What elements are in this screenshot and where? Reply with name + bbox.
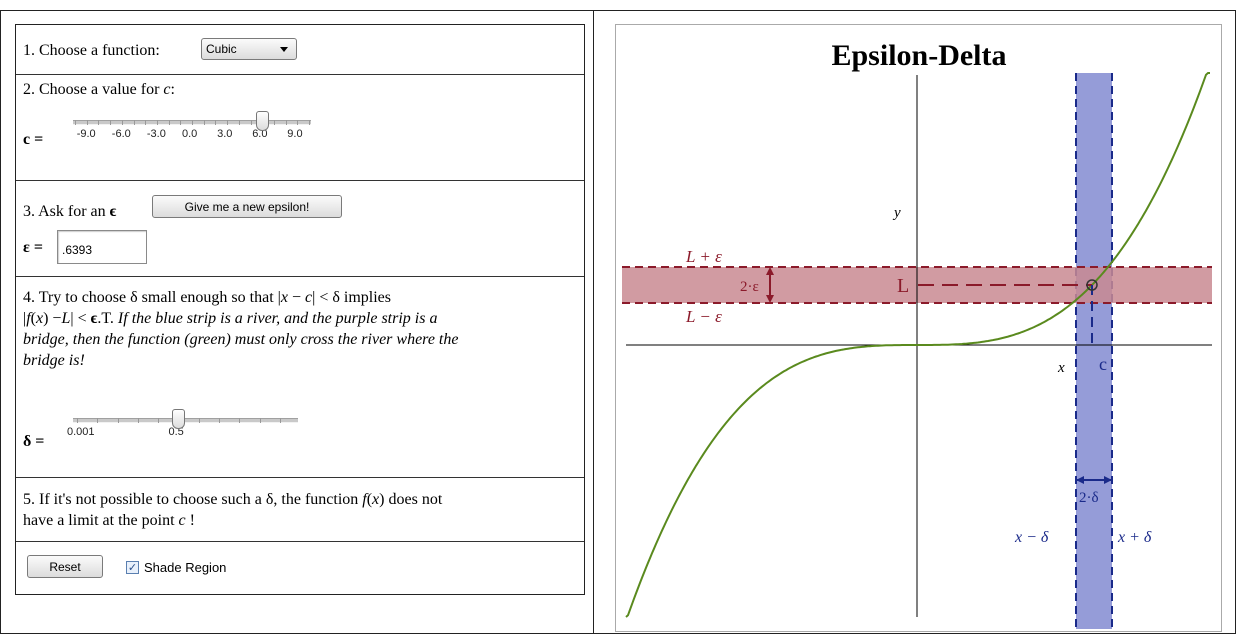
limit-point-marker xyxy=(1086,279,1098,291)
slider-tick xyxy=(168,120,170,125)
reset-button[interactable]: Reset xyxy=(27,555,103,578)
slider-tick xyxy=(192,120,193,125)
step4-section: 4. Try to choose δ small enough so that … xyxy=(16,277,584,478)
slider-tick xyxy=(297,120,299,125)
epsilon-input[interactable] xyxy=(57,230,147,264)
slider-tick xyxy=(180,120,182,125)
slider-tick xyxy=(198,418,200,423)
slider-tick-label: 6.0 xyxy=(252,128,268,140)
slider-tick xyxy=(250,120,252,125)
two-epsilon-label: 2·ε xyxy=(740,279,759,295)
x-axis-label: x xyxy=(1057,360,1065,376)
arrow-up-icon xyxy=(766,267,774,275)
left-pane-frame xyxy=(0,10,593,634)
slider-tick-label: 3.0 xyxy=(217,128,233,140)
arrow-left-icon xyxy=(1076,476,1084,484)
slider-tick-label: 0.5 xyxy=(168,426,184,438)
new-epsilon-button[interactable]: Give me a new epsilon! xyxy=(152,195,342,218)
slider-tick xyxy=(215,120,217,125)
slider-tick xyxy=(280,418,281,423)
step5-section: 5. If it's not possible to choose such a… xyxy=(16,478,584,542)
slider-tick xyxy=(309,120,310,125)
slider-tick xyxy=(97,418,99,423)
delta-river-strip xyxy=(1076,73,1112,629)
slider-tick-label: -3.0 xyxy=(146,128,166,140)
x-plus-delta-label: x + δ xyxy=(1117,529,1152,546)
slider-tick-label: -6.0 xyxy=(111,128,131,140)
slider-tick xyxy=(121,120,123,125)
chevron-down-icon xyxy=(280,47,288,52)
step3-label: 3. Ask for an ϵ xyxy=(23,203,117,220)
slider-tick-label: 0.0 xyxy=(182,128,198,140)
c-slider-thumb[interactable] xyxy=(256,111,270,131)
slider-tick xyxy=(75,120,76,125)
step5-line1: 5. If it's not possible to choose such a… xyxy=(23,491,443,508)
l-plus-epsilon-label: L + ε xyxy=(685,247,722,266)
delta-slider-thumb[interactable] xyxy=(172,409,186,429)
step4-line1: 4. Try to choose δ small enough so that … xyxy=(23,289,391,306)
slider-tick xyxy=(86,120,88,125)
plot-area: Epsilon-Delta y x L c L + ε L − ε xyxy=(615,24,1222,632)
checkmark-icon: ✓ xyxy=(127,561,138,574)
delta-label: δ = xyxy=(23,433,45,450)
function-curve xyxy=(625,72,1210,618)
slider-tick xyxy=(259,418,261,423)
slider-tick xyxy=(227,120,229,125)
slider-tick-label: -9.0 xyxy=(76,128,96,140)
slider-tick xyxy=(273,120,275,125)
c-label: c xyxy=(1099,354,1107,374)
slider-tick-label: 9.0 xyxy=(287,128,303,140)
shade-region-checkbox[interactable]: ✓ xyxy=(126,561,139,574)
slider-tick xyxy=(145,120,147,125)
epsilon-delta-plot: Epsilon-Delta y x L c L + ε L − ε xyxy=(622,39,1212,629)
y-axis-label: y xyxy=(892,205,901,221)
step3-section: 3. Ask for an ϵ Give me a new epsilon! ε… xyxy=(16,181,584,277)
step4-italic3: bridge is! xyxy=(23,352,85,369)
slider-tick xyxy=(219,418,221,423)
step1-section: 1. Choose a function: Cubic xyxy=(16,25,584,75)
slider-tick xyxy=(137,418,139,423)
slider-tick xyxy=(98,120,100,125)
shade-region-label: Shade Region xyxy=(144,560,227,575)
arrow-right-icon xyxy=(1104,476,1112,484)
arrow-down-icon xyxy=(766,295,774,303)
delta-slider-track[interactable] xyxy=(73,418,298,423)
slider-tick xyxy=(158,418,160,423)
two-delta-label: 2·δ xyxy=(1079,490,1099,506)
slider-tick xyxy=(239,418,241,423)
slider-tick xyxy=(117,418,119,423)
slider-tick xyxy=(110,120,112,125)
limit-label: L xyxy=(897,275,909,297)
step1-label: 1. Choose a function: xyxy=(23,42,160,59)
c-variable-label: c = xyxy=(23,131,44,148)
footer-section: Reset ✓ Shade Region xyxy=(16,542,584,594)
slider-tick xyxy=(156,120,158,125)
step2-label: 2. Choose a value for c: xyxy=(23,81,175,98)
plot-title: Epsilon-Delta xyxy=(831,39,1006,72)
slider-tick xyxy=(285,120,287,125)
x-minus-delta-label: x − δ xyxy=(1014,529,1049,546)
step4-line2: |f(x) −L| < ϵ.T. If the blue strip is a … xyxy=(23,310,438,327)
slider-tick xyxy=(77,418,78,423)
step4-italic2: bridge, then the function (green) must o… xyxy=(23,331,459,348)
slider-tick xyxy=(133,120,135,125)
function-select[interactable]: Cubic xyxy=(201,38,297,60)
controls-panel: 1. Choose a function: Cubic 2. Choose a … xyxy=(15,24,585,595)
epsilon-label: ε = xyxy=(23,239,43,256)
right-pane-frame xyxy=(593,10,1236,634)
step5-line2: have a limit at the point c ! xyxy=(23,512,195,529)
step2-section: 2. Choose a value for c: c = -9.0 -6.0 -3.… xyxy=(16,75,584,181)
slider-tick-label: 0.001 xyxy=(67,426,95,438)
l-minus-epsilon-label: L − ε xyxy=(685,307,722,326)
function-select-value: Cubic xyxy=(206,42,237,56)
slider-tick xyxy=(238,120,240,125)
slider-tick xyxy=(203,120,205,125)
